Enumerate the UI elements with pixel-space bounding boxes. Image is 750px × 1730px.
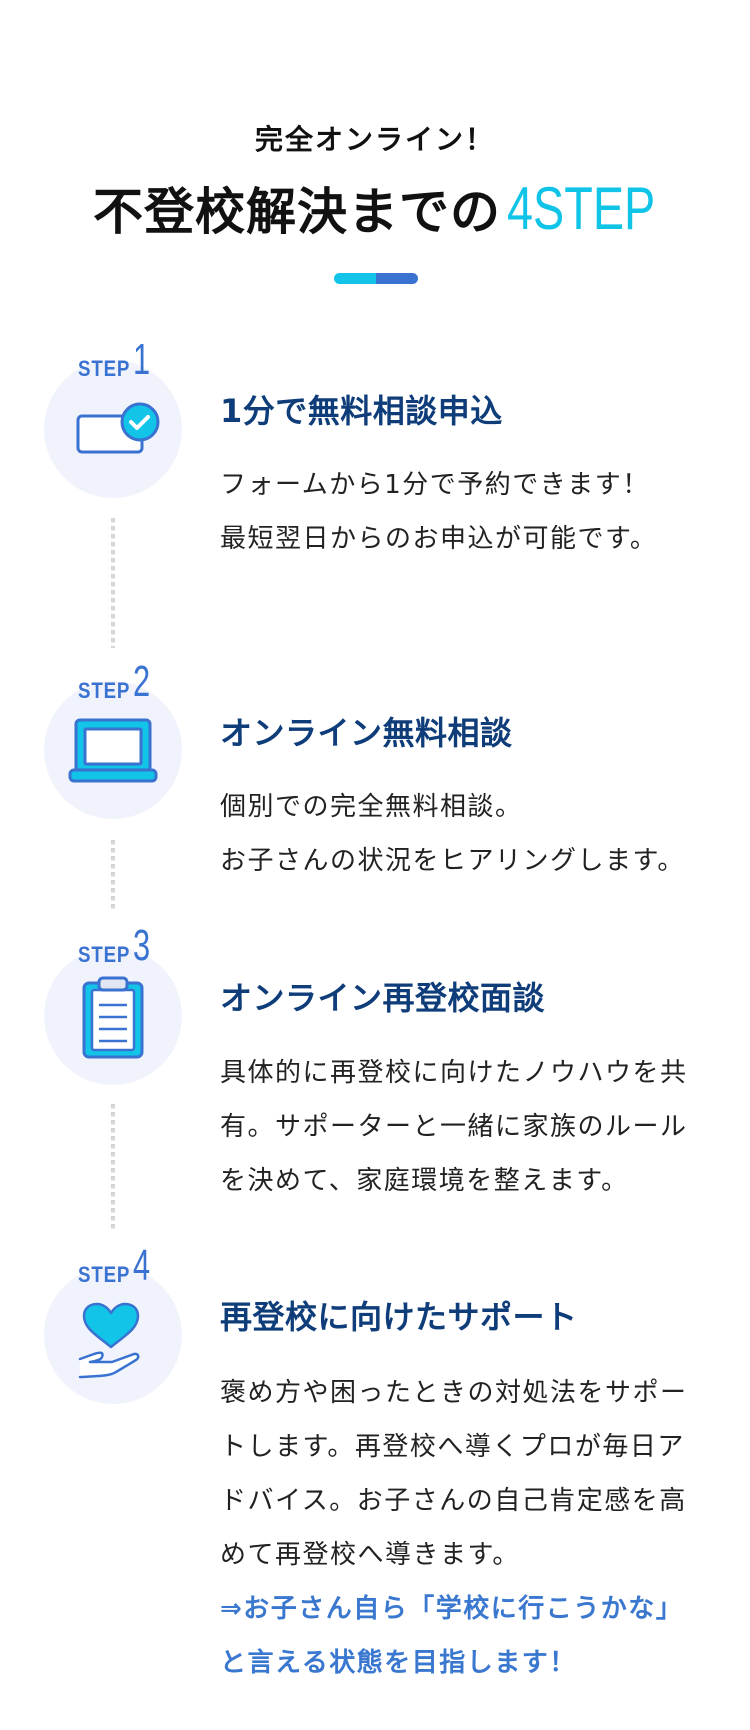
- title-accent: 4STEP: [506, 175, 656, 242]
- laptop-icon: [68, 718, 158, 783]
- step-connector-1-2: [111, 518, 115, 648]
- underline-left: [334, 273, 376, 284]
- step-description: フォームから1分で予約できます！ 最短翌日からのお申込が可能です。: [220, 470, 658, 554]
- form-check-icon: [76, 402, 160, 454]
- step-title: オンライン無料相談: [220, 714, 513, 752]
- step-description: 具体的に再登校に向けたノウハウを共 有。サポーターと一緒に家族のルール を決めて…: [220, 1058, 688, 1196]
- title-underline: [334, 273, 418, 284]
- step-connector-3-4: [111, 1104, 115, 1232]
- heart-hand-icon: [78, 1302, 140, 1379]
- title-main: 不登校解決までの: [92, 183, 501, 241]
- step-description: 褒め方や困ったときの対処法をサポー トします。再登校へ導くプロが毎日ア ドバイス…: [220, 1366, 700, 1690]
- step-description: 個別での完全無料相談。 お子さんの状況をヒアリングします。: [220, 792, 685, 876]
- underline-right: [376, 273, 418, 284]
- step-emphasis: ⇒お子さん自ら「学校に行こうかな」: [220, 1594, 684, 1624]
- step-title: 再登校に向けたサポート: [220, 1298, 578, 1336]
- step-title: オンライン再登校面談: [220, 979, 546, 1017]
- section-subtitle: 完全オンライン！: [254, 123, 495, 156]
- step-emphasis: と言える状態を目指します！: [220, 1648, 577, 1678]
- clipboard-icon: [82, 976, 144, 1059]
- step-connector-2-3: [111, 840, 115, 912]
- step-title: 1分で無料相談申込: [220, 392, 503, 430]
